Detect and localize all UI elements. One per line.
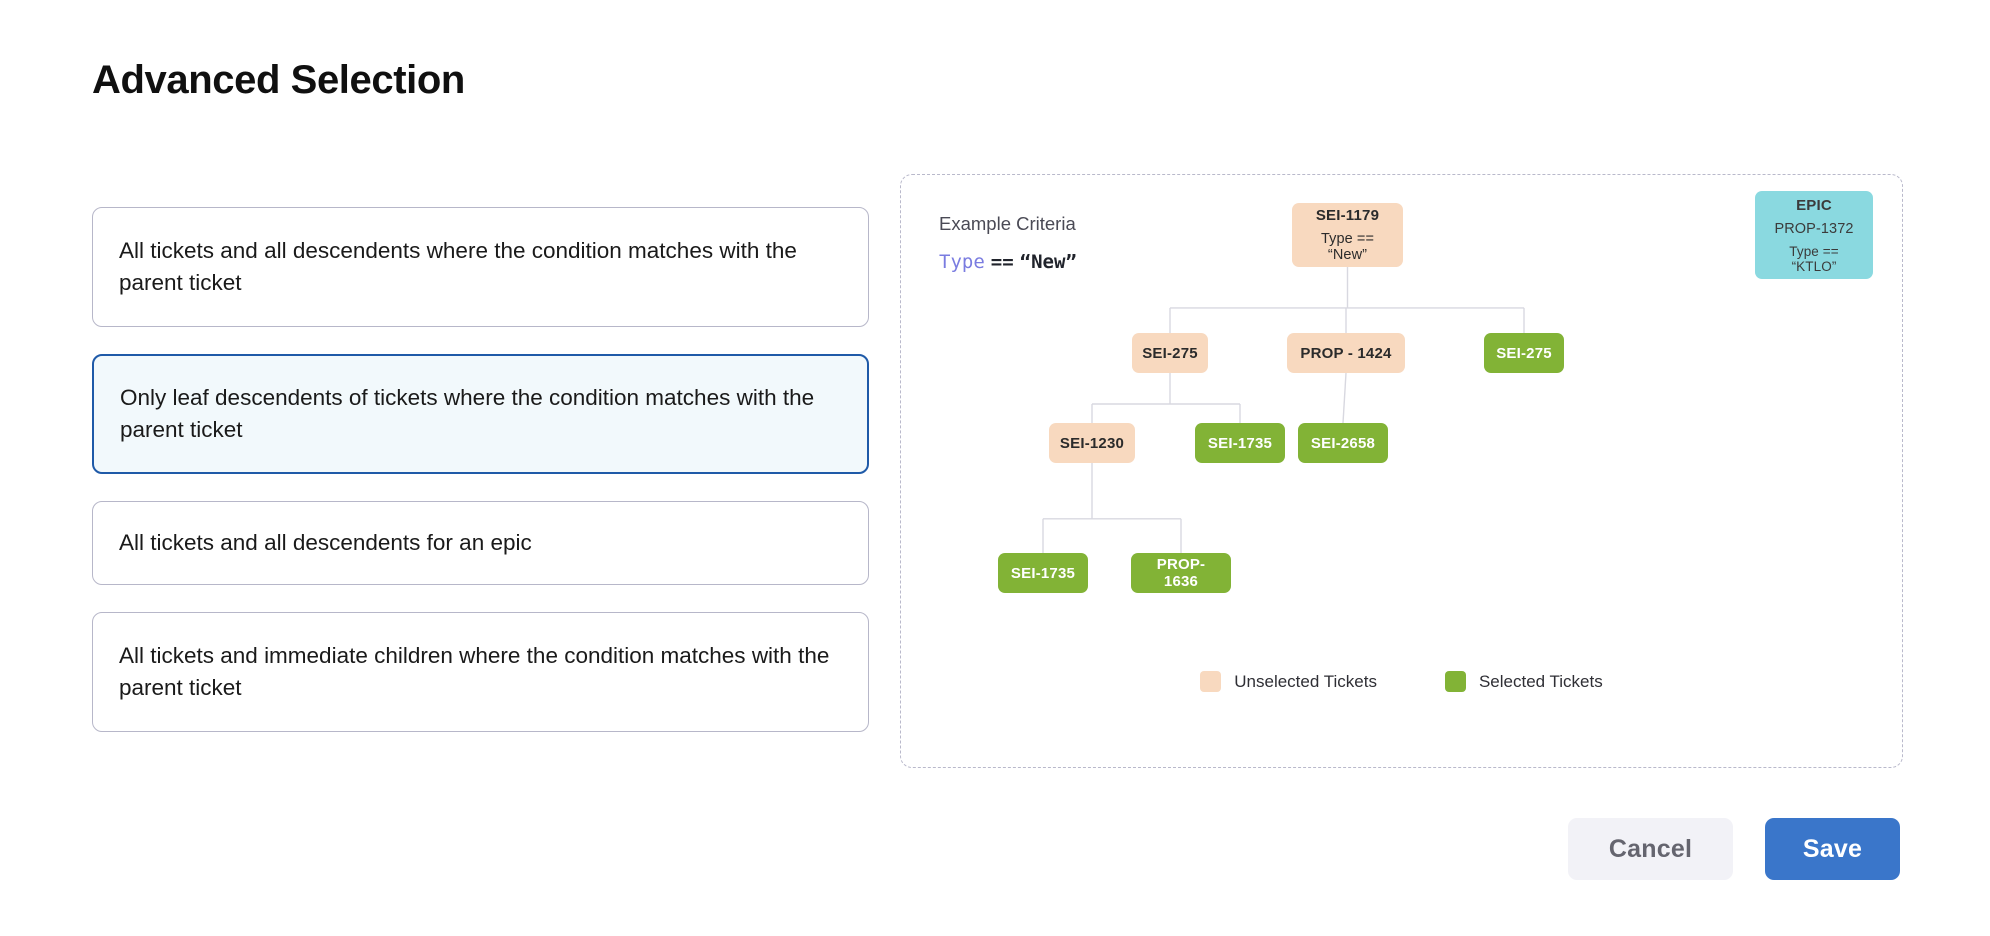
option-label: All tickets and all descendents where th… bbox=[119, 238, 797, 295]
tree-node-sei-2658[interactable]: SEI-2658 bbox=[1298, 423, 1388, 463]
tree-node-condition: Type == “KTLO” bbox=[1789, 243, 1839, 274]
tree-node-name: SEI-275 bbox=[1142, 344, 1198, 362]
criteria-heading: Example Criteria bbox=[939, 213, 1076, 234]
criteria-expression: Type==“New” bbox=[939, 251, 1077, 273]
tree-node-name: SEI-275 bbox=[1496, 344, 1552, 362]
legend-label: Selected Tickets bbox=[1478, 671, 1603, 691]
tree-node-name: PROP - 1424 bbox=[1300, 344, 1392, 362]
option-label: All tickets and all descendents for an e… bbox=[119, 530, 532, 556]
criteria-field: Type bbox=[939, 251, 985, 273]
legend-item-unselected: Unselected Tickets bbox=[1200, 671, 1377, 692]
legend-label: Unselected Tickets bbox=[1234, 671, 1377, 691]
tree-node-name: SEI-2658 bbox=[1310, 434, 1376, 452]
tree-node-sei-1735-b[interactable]: SEI-1735 bbox=[998, 553, 1088, 593]
tree-node-prop-1424[interactable]: PROP - 1424 bbox=[1287, 333, 1405, 373]
tree-node-sei-275-b[interactable]: SEI-275 bbox=[1484, 333, 1564, 373]
selection-options-list: All tickets and all descendents where th… bbox=[92, 207, 869, 759]
dialog-footer: Cancel Save bbox=[1568, 818, 1900, 880]
tree-node-name: SEI-1230 bbox=[1059, 434, 1125, 452]
cancel-button[interactable]: Cancel bbox=[1568, 818, 1733, 880]
tree-node-subtitle: Type == “New” bbox=[1320, 231, 1375, 263]
tree-node-name: SEI-1735 bbox=[1207, 434, 1273, 452]
tree-node-name: SEI-1179 bbox=[1315, 207, 1380, 224]
save-button[interactable]: Save bbox=[1765, 818, 1900, 880]
tree-node-sei-1735-a[interactable]: SEI-1735 bbox=[1195, 423, 1285, 463]
option-card-immediate-children-condition[interactable]: All tickets and immediate children where… bbox=[92, 612, 869, 732]
legend-item-selected: Selected Tickets bbox=[1444, 671, 1603, 692]
option-card-all-descendents-condition[interactable]: All tickets and all descendents where th… bbox=[92, 207, 869, 327]
selected-swatch-icon bbox=[1444, 671, 1466, 692]
unselected-swatch-icon bbox=[1200, 671, 1222, 692]
tree-node-sei-275-a[interactable]: SEI-275 bbox=[1132, 333, 1208, 373]
tree-node-subtitle: PROP-1372 bbox=[1774, 220, 1854, 237]
tree-node-prop-1636[interactable]: PROP-1636 bbox=[1131, 553, 1231, 593]
tree-node-sei-1230[interactable]: SEI-1230 bbox=[1049, 423, 1135, 463]
option-card-leaf-descendents-condition[interactable]: Only leaf descendents of tickets where t… bbox=[92, 354, 869, 474]
option-card-all-descendents-epic[interactable]: All tickets and all descendents for an e… bbox=[92, 501, 869, 585]
tree-node-name: SEI-1735 bbox=[1010, 564, 1076, 582]
tree-node-name: PROP-1636 bbox=[1156, 556, 1206, 590]
diagram-legend: Unselected Tickets Selected Tickets bbox=[901, 671, 1902, 692]
option-label: Only leaf descendents of tickets where t… bbox=[120, 385, 815, 442]
tree-node-name: EPIC bbox=[1796, 196, 1832, 214]
option-label: All tickets and immediate children where… bbox=[119, 643, 830, 700]
criteria-value: “New” bbox=[1019, 251, 1077, 273]
criteria-operator: == bbox=[990, 251, 1014, 273]
page-title: Advanced Selection bbox=[92, 58, 465, 102]
